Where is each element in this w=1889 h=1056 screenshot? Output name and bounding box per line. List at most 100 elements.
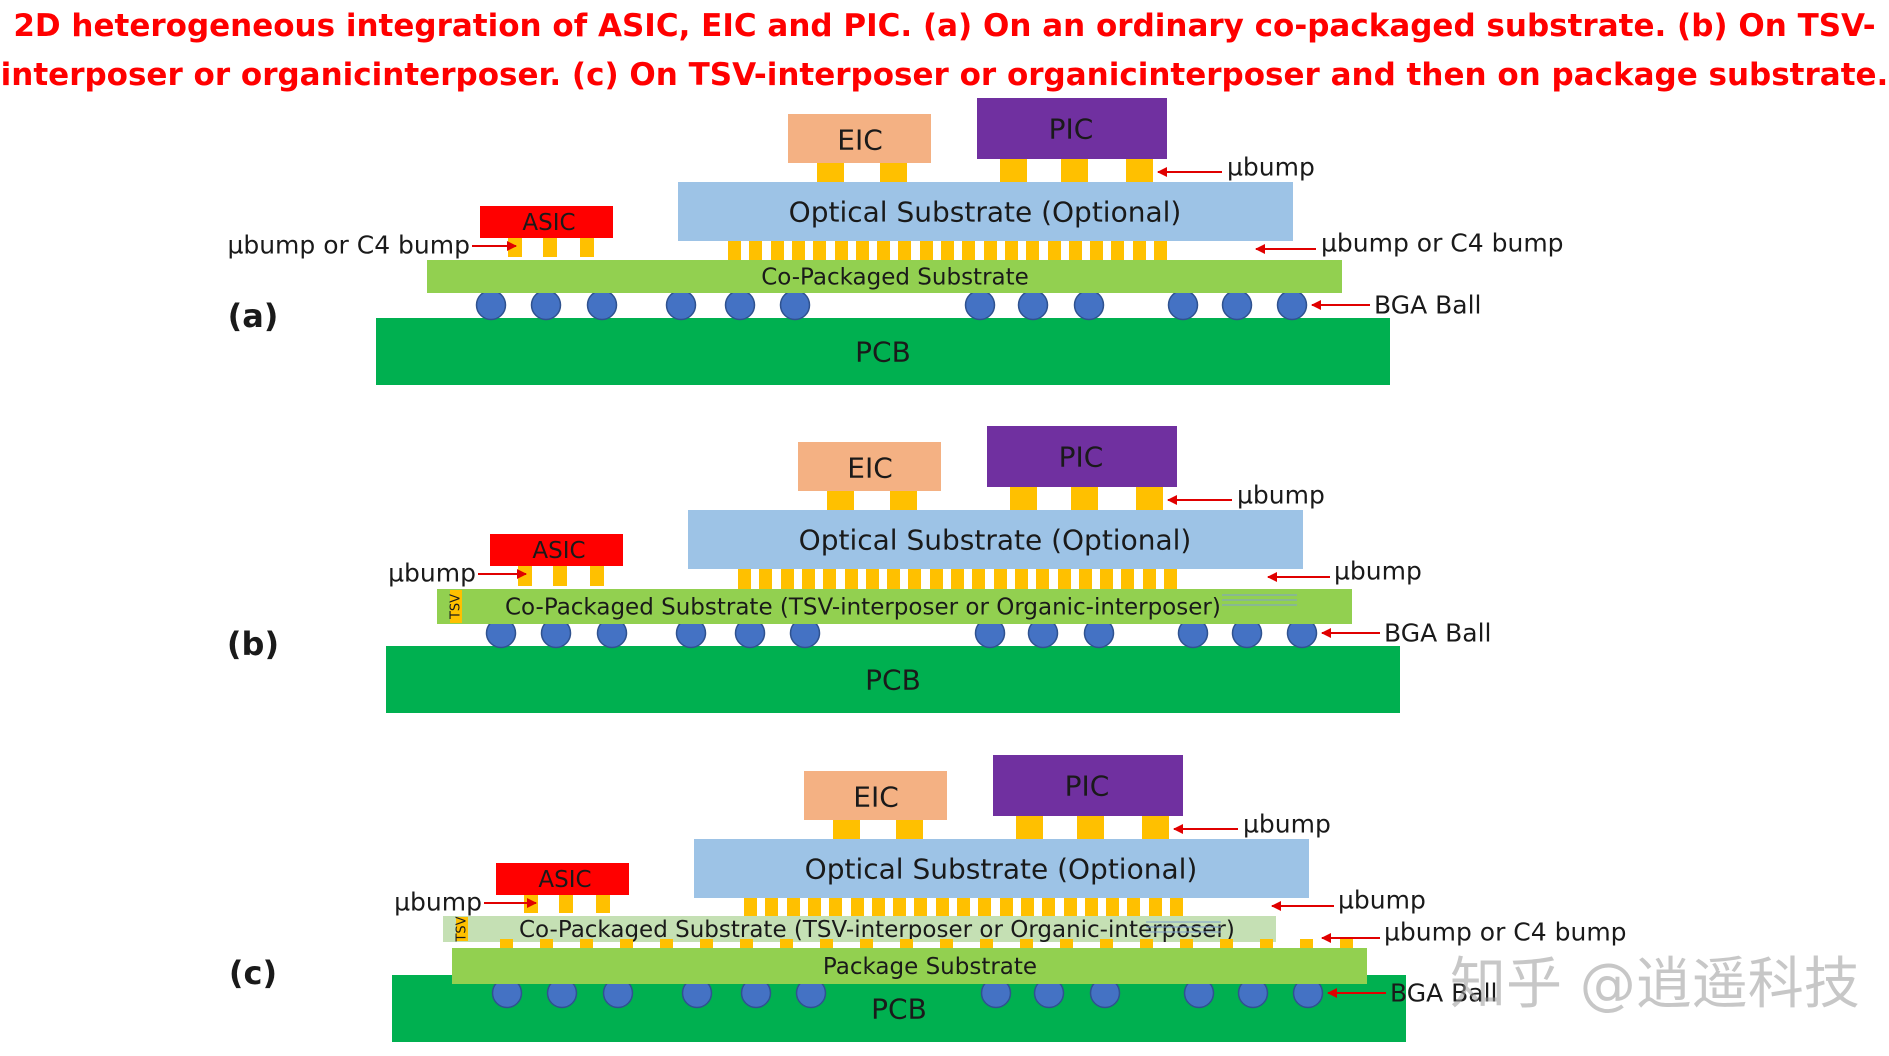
eic-bump — [833, 820, 860, 839]
tsv-label: TSV — [455, 916, 470, 942]
optical-bump — [1090, 241, 1103, 260]
optical-bump — [771, 241, 784, 260]
optical-bump — [813, 241, 826, 260]
optical-bump — [808, 898, 821, 916]
pic-bump-label: µbump — [1227, 153, 1315, 182]
optical-bump — [941, 241, 954, 260]
optical-bump — [920, 241, 933, 260]
bga-ball — [586, 289, 618, 321]
optical-bump — [887, 569, 900, 589]
asic-bump — [596, 895, 610, 913]
optical-bump — [914, 898, 927, 916]
package-substrate-label: Package Substrate — [823, 954, 1037, 980]
interposer-bump — [780, 939, 793, 948]
optical-substrate-label: Optical Substrate (Optional) — [789, 196, 1182, 229]
optical-bump — [1100, 569, 1113, 589]
optical-bump — [1026, 241, 1039, 260]
eic-bump — [817, 163, 844, 182]
co-packaged-substrate — [427, 260, 1342, 293]
interposer-bump — [700, 939, 713, 948]
optical-bump — [792, 241, 805, 260]
asic-bump — [580, 238, 594, 257]
pic-bump — [1136, 487, 1163, 510]
bga-ball — [475, 289, 507, 321]
interposer-bump — [1100, 939, 1113, 948]
optical-bump — [765, 898, 778, 916]
bga-ball — [1073, 289, 1105, 321]
figure-title: 2D heterogeneous integration of ASIC, EI… — [0, 2, 1889, 100]
asic-label: ASIC — [532, 538, 585, 564]
optical-bump — [936, 898, 949, 916]
eic-bump — [880, 163, 907, 182]
interposer-bump — [500, 939, 513, 948]
pcb-board — [376, 318, 1390, 385]
optical-bump — [1133, 241, 1146, 260]
optical-bump — [908, 569, 921, 589]
pic-label: PIC — [1059, 441, 1104, 474]
optical-bump — [845, 569, 858, 589]
panel-label: (a) — [228, 297, 279, 335]
optical-bump — [1005, 241, 1018, 260]
optical-bump — [781, 569, 794, 589]
optical-bump — [1042, 898, 1055, 916]
asic-bump — [543, 238, 557, 257]
pic-bump — [1142, 816, 1169, 839]
optical-bump — [823, 569, 836, 589]
optical-bump — [851, 898, 864, 916]
bga-ball — [530, 289, 562, 321]
bga-ball — [1017, 289, 1049, 321]
optical-bump — [1149, 898, 1162, 916]
substrate-label: Co-Packaged Substrate (TSV-interposer or… — [505, 595, 1221, 621]
pic-die — [987, 426, 1177, 487]
eic-label: EIC — [837, 124, 883, 157]
interposer-bump — [1220, 939, 1233, 948]
optical-bump — [749, 241, 762, 260]
eic-die — [804, 771, 947, 820]
asic-bump — [553, 566, 567, 586]
optical-bump — [1121, 569, 1134, 589]
optical-bump-label: µbump or C4 bump — [1321, 229, 1564, 258]
interposer-bump — [660, 939, 673, 948]
optical-bump — [893, 898, 906, 916]
optical-bump — [866, 569, 879, 589]
optical-bump — [1015, 569, 1028, 589]
bga-label: BGA Ball — [1390, 979, 1498, 1008]
watermark-text: 知乎 @逍遥科技 — [1450, 952, 1860, 1017]
interposer-bump — [1020, 939, 1033, 948]
eic-bump — [827, 491, 854, 510]
optical-bump — [1021, 898, 1034, 916]
optical-bump — [1170, 898, 1183, 916]
optical-bump — [738, 569, 751, 589]
optical-bump — [972, 569, 985, 589]
pic-label: PIC — [1065, 770, 1110, 803]
interposer-bump — [820, 939, 833, 948]
asic-bump-label: µbump — [394, 888, 482, 917]
bga-ball — [1167, 289, 1199, 321]
optical-bump — [1106, 898, 1119, 916]
co-packaged-substrate — [437, 589, 1352, 624]
bga-ball — [779, 289, 811, 321]
interposer-bump — [620, 939, 633, 948]
asic-bump-label: µbump or C4 bump — [227, 231, 470, 260]
optical-bump — [1069, 241, 1082, 260]
optical-bump — [802, 569, 815, 589]
pcb-label: PCB — [855, 336, 911, 369]
optical-bump — [978, 898, 991, 916]
optical-bump — [1154, 241, 1167, 260]
bga-ball — [724, 289, 756, 321]
pic-bump — [1061, 159, 1088, 182]
tsv-via — [450, 590, 462, 623]
title-line-2: interposer or organicinterposer. (c) On … — [0, 57, 1889, 93]
asic-bump — [518, 566, 532, 586]
optical-bump — [1079, 569, 1092, 589]
eic-die — [788, 114, 931, 163]
optical-bump — [829, 898, 842, 916]
pcb-board — [386, 646, 1400, 713]
interposer-bump — [580, 939, 593, 948]
substrate-label: Co-Packaged Substrate (TSV-interposer or… — [519, 917, 1235, 943]
optical-bump — [872, 898, 885, 916]
pic-bump — [1010, 487, 1037, 510]
